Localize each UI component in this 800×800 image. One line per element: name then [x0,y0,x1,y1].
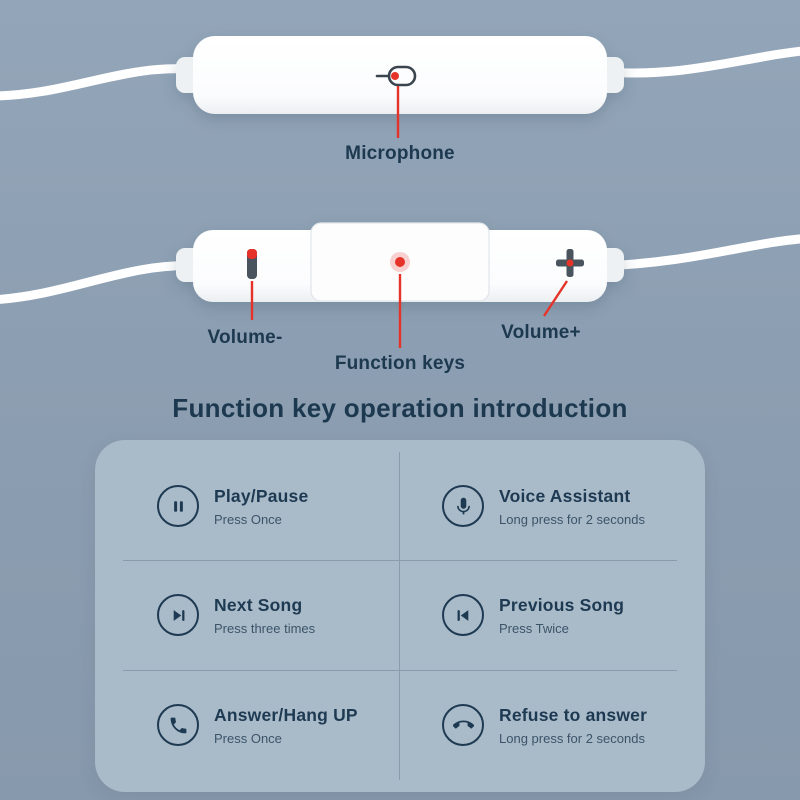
feature-answer-hangup: Answer/Hang UP Press Once [123,670,400,780]
voice-assistant-mic-icon [442,485,484,528]
function-key-card: Play/Pause Press Once Voice Assistant Lo… [95,440,705,792]
feature-title: Voice Assistant [499,485,631,506]
feature-title: Next Song [214,594,303,615]
volume-plus-button [556,249,584,277]
function-keys-label: Function keys [334,353,466,374]
feature-subtitle: Press Once [214,730,282,746]
microphone-label: Microphone [345,143,455,164]
volume-minus-button [247,249,257,279]
answer-phone-icon [157,704,199,747]
volume-plus-callout-line [542,280,569,317]
feature-title: Answer/Hang UP [214,704,358,725]
section-heading: Function key operation introduction [172,393,628,423]
feature-subtitle: Long press for 2 seconds [499,511,645,527]
remote-pod-mic [176,36,624,114]
feature-play-pause: Play/Pause Press Once [123,452,400,562]
volume-plus-label: Volume+ [501,322,581,343]
feature-refuse-answer: Refuse to answer Long press for 2 second… [400,671,677,780]
function-key-dot [390,252,410,272]
refuse-phone-icon [442,704,484,747]
feature-grid: Play/Pause Press Once Voice Assistant Lo… [123,452,677,780]
feature-title: Play/Pause [214,485,309,506]
feature-next-song: Next Song Press three times [123,561,400,671]
feature-subtitle: Long press for 2 seconds [499,730,645,746]
next-song-icon [157,594,199,637]
pause-icon [157,485,199,528]
feature-title: Previous Song [499,594,625,615]
feature-voice-assistant: Voice Assistant Long press for 2 seconds [400,452,677,562]
feature-subtitle: Press Twice [499,620,569,636]
microphone-port-icon [375,65,417,87]
previous-song-icon [442,594,484,637]
earphone-wire [0,46,800,304]
mic-callout-dot [391,72,399,80]
feature-subtitle: Press Once [214,511,282,527]
remote-diagram [0,36,800,348]
volume-minus-label: Volume- [207,327,283,348]
feature-previous-song: Previous Song Press Twice [400,561,677,671]
feature-title: Refuse to answer [499,704,648,725]
feature-subtitle: Press three times [214,620,316,636]
